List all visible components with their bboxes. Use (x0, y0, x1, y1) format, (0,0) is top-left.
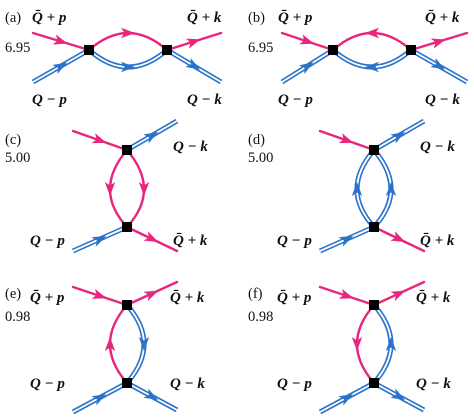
light-quark-double-line (71, 303, 179, 415)
arrow-icon (430, 34, 448, 49)
momentum-label-out-plain: Q − k (170, 376, 205, 392)
panel-weight: 5.00 (248, 150, 273, 166)
vertex-square-icon (122, 378, 132, 388)
vertex-square-icon (84, 45, 94, 55)
panel-label: (f) (248, 286, 263, 302)
panel-weight: 6.95 (248, 40, 273, 56)
arrow-icon (143, 231, 161, 247)
panel-weight: 0.98 (5, 309, 30, 325)
momentum-label-out-bar: Q̄ + k (425, 10, 460, 26)
momentum-label-in-plain: Q − p (277, 376, 312, 392)
momentum-label-in-plain: Q − p (30, 233, 65, 249)
momentum-label-out-bar: Q̄ + k (170, 290, 205, 306)
momentum-label-out-bar: Q̄ + k (420, 233, 455, 249)
vertex-square-icon (406, 45, 416, 55)
vertex-square-icon (369, 222, 379, 232)
vertex-square-icon (122, 145, 132, 155)
panel-weight: 0.98 (248, 309, 273, 325)
momentum-label-out-plain: Q − k (187, 92, 222, 108)
arrow-icon (143, 285, 161, 302)
arrow-icon (185, 34, 203, 49)
momentum-label-in-plain: Q − p (277, 233, 312, 249)
vertex-square-icon (122, 222, 132, 232)
arrow-icon (390, 231, 408, 247)
arrow-icon (91, 133, 109, 148)
panel-weight: 6.95 (5, 40, 30, 56)
vertex-square-icon (369, 300, 379, 310)
momentum-label-in-plain: Q − p (30, 376, 65, 392)
panel-label: (a) (5, 10, 21, 26)
momentum-label-in-bar: Q̄ + p (30, 290, 65, 306)
momentum-label-in-plain: Q − p (278, 92, 313, 108)
vertex-square-icon (369, 378, 379, 388)
momentum-label-in-plain: Q − p (32, 92, 67, 108)
arrow-icon (299, 34, 316, 49)
panel-b: (b) 6.95 Q̄ + p Q̄ + k Q − p Q − k (248, 10, 469, 108)
arrow-icon (390, 285, 408, 302)
vertex-square-icon (162, 45, 172, 55)
panel-label: (e) (5, 286, 21, 302)
panel-label: (c) (5, 132, 21, 148)
vertex-square-icon (328, 45, 338, 55)
momentum-label-out-plain: Q − k (420, 139, 455, 155)
panel-label: (b) (248, 10, 265, 26)
momentum-label-in-bar: Q̄ + p (277, 290, 312, 306)
panel-e: (e) 0.98 Q̄ + p Q̄ + k Q − p Q − k (5, 280, 205, 415)
arrow-icon (52, 34, 70, 49)
momentum-label-out-plain: Q − k (416, 376, 451, 392)
panel-label: (d) (248, 132, 265, 148)
momentum-label-out-bar: Q̄ + k (173, 233, 208, 249)
vertex-square-icon (369, 145, 379, 155)
heavy-quark-line (318, 280, 426, 385)
momentum-label-in-bar: Q̄ + p (278, 10, 313, 26)
vertex-square-icon (122, 300, 132, 310)
heavy-quark-line (71, 280, 179, 385)
momentum-label-out-bar: Q̄ + k (187, 10, 222, 26)
momentum-label-out-bar: Q̄ + k (416, 290, 451, 306)
light-quark-double-line (318, 303, 426, 415)
panel-f: (f) 0.98 Q̄ + p Q̄ + k Q − p Q − k (248, 280, 451, 415)
arrow-icon (338, 133, 356, 148)
momentum-label-out-plain: Q − k (173, 139, 208, 155)
arrow-icon (91, 288, 109, 304)
panel-weight: 5.00 (5, 150, 30, 166)
momentum-label-out-plain: Q − k (425, 92, 460, 108)
momentum-label-in-bar: Q̄ + p (32, 10, 67, 26)
arrow-icon (338, 288, 356, 304)
panel-a: (a) 6.95 Q̄ + p Q̄ + k Q − p Q − k (5, 10, 222, 108)
panel-d: (d) 5.00 Q − k Q − p Q̄ + k (248, 118, 455, 254)
panel-c: (c) 5.00 Q − k Q − p Q̄ + k (5, 118, 208, 254)
